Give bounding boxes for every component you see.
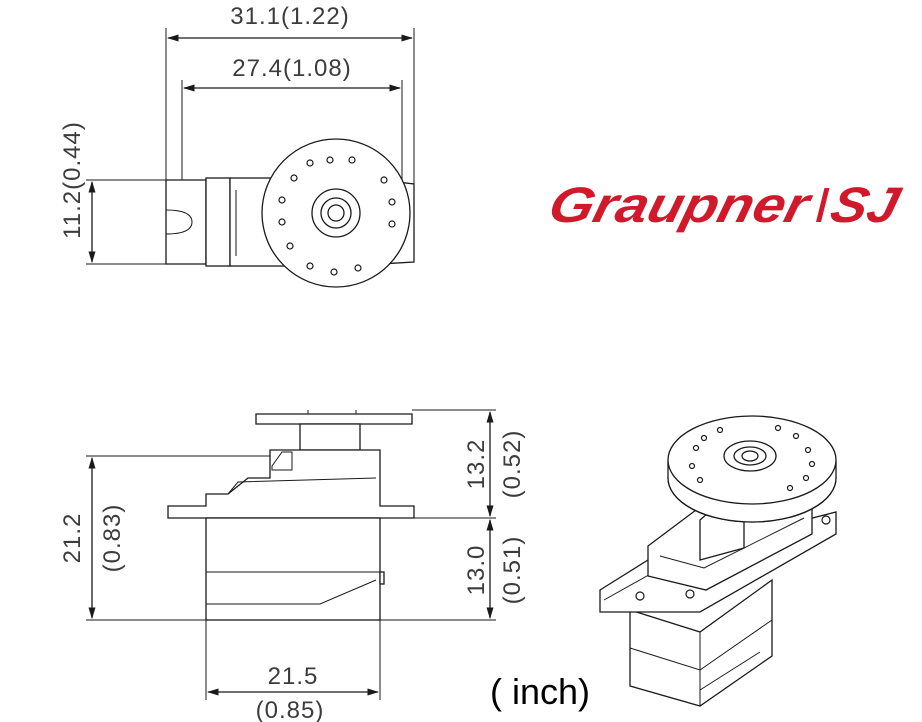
side-upper-label: 13.2 — [463, 439, 490, 490]
horn-disc-side — [255, 413, 413, 425]
brand-suffix: SJ — [825, 177, 907, 233]
side-total-height-inch-label: (0.83) — [99, 504, 126, 573]
servo-upper-body — [167, 449, 415, 519]
top-inner-width-label: 27.4(1.08) — [232, 55, 351, 82]
top-height-label: 11.2(0.44) — [59, 121, 86, 239]
side-lower-label: 13.0 — [463, 545, 490, 596]
servo-lower-body — [205, 517, 381, 621]
units-note: ( inch) — [490, 671, 590, 712]
top-view: 31.1(1.22) 27.4(1.08) 11.2(0.44) — [59, 3, 415, 288]
horn-holes — [278, 156, 396, 276]
brand-separator — [816, 188, 830, 222]
side-lower-inch-label: (0.51) — [499, 536, 526, 605]
iso-horn-holes — [688, 424, 816, 492]
left-mounting-tab — [165, 179, 207, 265]
brand-name: Graupner — [543, 177, 819, 233]
graupner-sj-logo: Graupner SJ — [543, 177, 907, 233]
side-total-height-label: 21.2 — [59, 513, 86, 564]
side-upper-inch-label: (0.52) — [499, 430, 526, 499]
side-width-label: 21.5 — [268, 663, 319, 690]
side-view: 21.2 (0.83) 13.2 (0.52) 13.0 (0.51) 21.5… — [59, 409, 526, 722]
isometric-view — [599, 415, 837, 707]
side-width-inch-label: (0.85) — [256, 697, 325, 722]
top-total-width-label: 31.1(1.22) — [230, 3, 349, 30]
